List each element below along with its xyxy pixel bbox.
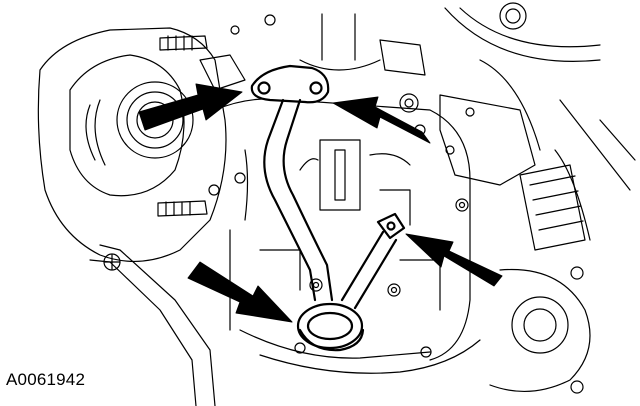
arrow-bottom-left <box>187 261 293 323</box>
oil-pickup-tube <box>250 64 406 352</box>
arrow-bottom-right <box>405 233 503 287</box>
callout-arrows <box>138 83 503 323</box>
arrow-right-top <box>332 96 431 144</box>
figure-id-label: A0061942 <box>6 370 86 389</box>
arrow-left-top <box>138 83 243 131</box>
